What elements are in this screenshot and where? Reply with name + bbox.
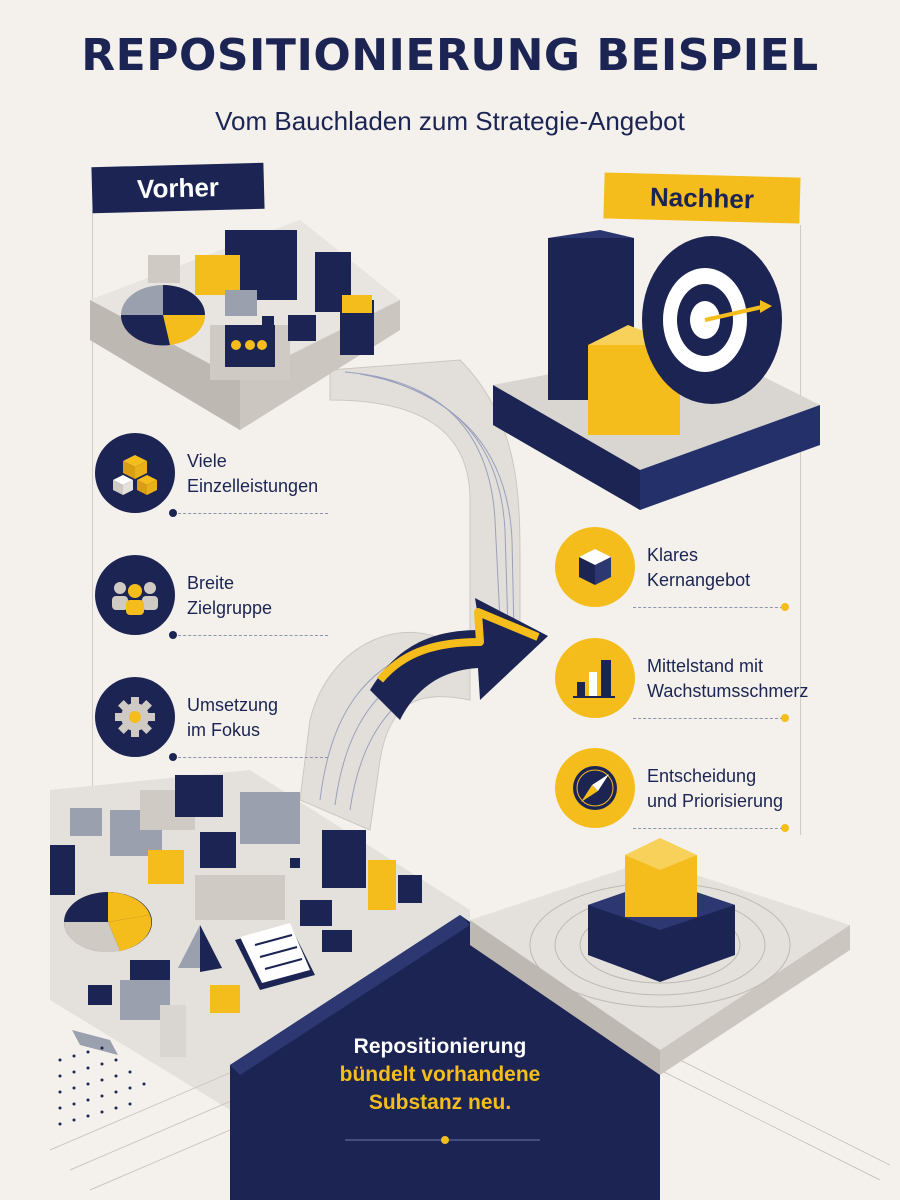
- page-title: REPOSITIONIERUNG BEISPIEL: [81, 30, 819, 81]
- direction-arrow: [370, 598, 548, 720]
- conclusion-text: Repositionierung bündelt vorhandene Subs…: [339, 1035, 541, 1114]
- bar-chart-icon: [555, 638, 635, 718]
- guide-line-right: [800, 225, 801, 835]
- cube-icon: [555, 527, 635, 607]
- after-result-platform: [470, 838, 850, 1075]
- page-subtitle: Vom Bauchladen zum Strategie-Angebot: [215, 106, 685, 136]
- dot-pattern: [58, 1046, 146, 1126]
- before-platform: [90, 220, 400, 430]
- after-platform: [493, 230, 820, 510]
- cubes-icon: [95, 433, 175, 513]
- compass-icon: [555, 748, 635, 828]
- people-group-icon: [95, 555, 175, 635]
- after-tag: Nachher: [603, 172, 801, 224]
- gear-icon: [95, 677, 175, 757]
- guide-line-left: [92, 210, 93, 970]
- before-tag: Vorher: [91, 162, 265, 214]
